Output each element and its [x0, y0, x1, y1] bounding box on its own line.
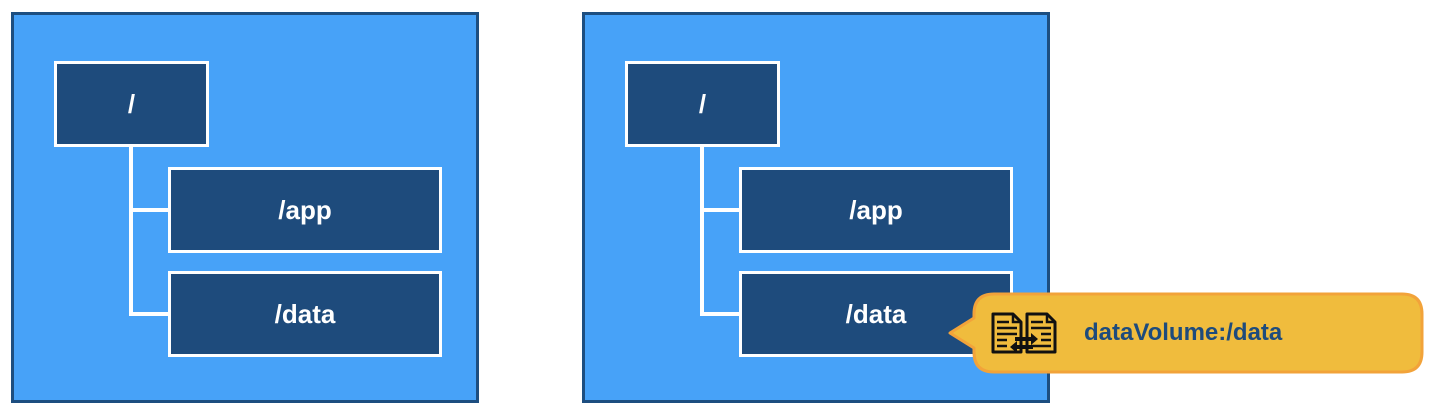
data-directory-label: /data	[274, 298, 336, 329]
volume-mount-label: dataVolume:/data	[1084, 319, 1283, 346]
callout-shape	[948, 292, 1424, 374]
tree-connector-vertical	[700, 147, 704, 316]
data-directory-label: /data	[845, 298, 907, 329]
root-directory-node: /	[54, 61, 209, 147]
data-directory-node: /data	[168, 271, 442, 357]
tree-connector-vertical	[129, 147, 133, 316]
root-directory-label: /	[127, 88, 136, 119]
container-filesystem-panel-right: / /app /data	[582, 12, 1050, 403]
root-directory-node: /	[625, 61, 780, 147]
app-directory-node: /app	[739, 167, 1013, 253]
root-directory-label: /	[698, 88, 707, 119]
volume-mount-callout: dataVolume:/data	[948, 292, 1424, 374]
tree-connector-data	[129, 312, 169, 316]
container-filesystem-panel-left: / /app /data	[11, 12, 479, 403]
app-directory-node: /app	[168, 167, 442, 253]
volume-mount-icon	[991, 312, 1057, 354]
app-directory-label: /app	[849, 194, 903, 225]
tree-connector-data	[700, 312, 740, 316]
app-directory-label: /app	[278, 194, 332, 225]
tree-connector-app	[129, 208, 169, 212]
tree-connector-app	[700, 208, 740, 212]
